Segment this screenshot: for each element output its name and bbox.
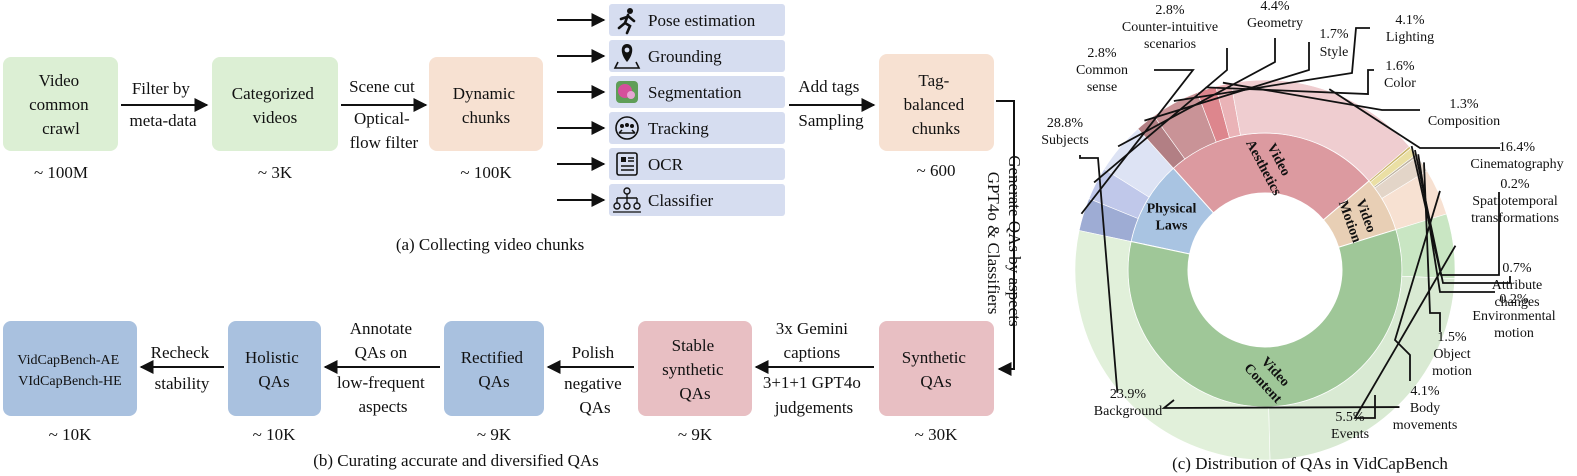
count-dynamic: ~ 100K xyxy=(460,163,512,182)
arrow-filter-label: Filter by meta-data xyxy=(129,79,196,130)
leader-line-background xyxy=(1161,399,1400,409)
leader-line-style xyxy=(1144,42,1310,122)
ocr-document-icon xyxy=(616,152,638,176)
count-benchmark: ~ 10K xyxy=(49,425,92,444)
box-stable xyxy=(638,321,752,416)
leader-line-attribute-changes xyxy=(1414,149,1511,284)
tool-item-ocr xyxy=(609,148,785,180)
panel-b: Synthetic QAs ~ 30K 3x Gemini captions 3… xyxy=(3,319,994,470)
caption-b: (b) Curating accurate and diversified QA… xyxy=(313,451,599,470)
leader-line-subjects xyxy=(1079,155,1119,393)
box-video-crawl-label: Video common crawl xyxy=(29,71,93,138)
hierarchy-icon xyxy=(613,187,641,213)
running-person-icon xyxy=(617,8,636,35)
box-synthetic xyxy=(879,321,994,416)
box-dynamic-label: Dynamic chunks xyxy=(453,84,520,127)
leader-line-geometry xyxy=(1117,38,1276,148)
callout-color: 1.6%Color xyxy=(1384,59,1416,91)
arrow-polish-label: Polish negative QAs xyxy=(564,343,626,417)
box-holistic-label: Holistic QAs xyxy=(245,348,303,391)
callout-cinematography: 16.4%Cinematography xyxy=(1470,140,1563,172)
tool-label: OCR xyxy=(648,155,684,174)
connector: Generate QAs by aspects GPT4o & Classifi… xyxy=(984,100,1024,376)
box-synthetic-label: Synthetic QAs xyxy=(902,348,970,391)
panel-a: Video common crawl ~ 100M Filter by meta… xyxy=(3,4,994,254)
box-categorized xyxy=(212,57,338,151)
leader-line-composition xyxy=(1222,81,1420,111)
map-pin-icon xyxy=(613,44,641,69)
callout-composition: 1.3%Composition xyxy=(1428,97,1500,129)
count-video-crawl: ~ 100M xyxy=(34,163,88,182)
callout-geometry: 4.4%Geometry xyxy=(1247,0,1303,31)
count-holistic: ~ 10K xyxy=(253,425,296,444)
leader-line-cinematography xyxy=(1328,88,1500,149)
connector-arrow xyxy=(996,100,1015,376)
tool-label: Segmentation xyxy=(648,83,742,102)
arrow-add-tags-label: Add tags Sampling xyxy=(798,77,864,130)
callout-events: 5.5%Events xyxy=(1331,410,1369,442)
box-video-crawl xyxy=(3,57,118,151)
count-rectified: ~ 9K xyxy=(477,425,512,444)
leader-line-common-sense xyxy=(1080,69,1195,215)
box-tag-balanced xyxy=(879,54,994,151)
tracking-icon xyxy=(615,116,639,140)
caption-a: (a) Collecting video chunks xyxy=(396,235,584,254)
tool-list: Pose estimationGroundingSegmentationTrac… xyxy=(557,4,785,216)
box-categorized-label: Categorized videos xyxy=(232,84,318,127)
box-benchmark xyxy=(3,321,137,416)
box-rectified xyxy=(444,321,544,416)
callout-style: 1.7%Style xyxy=(1319,27,1349,60)
arrow-gemini-label: 3x Gemini captions 3+1+1 GPT4o judgement… xyxy=(763,319,865,417)
outer-sector-subjects xyxy=(1074,230,1271,461)
box-holistic xyxy=(228,321,321,416)
box-tag-balanced-label: Tag- balanced chunks xyxy=(904,71,969,138)
arrow-recheck-label: Recheck stability xyxy=(151,343,214,393)
leader-line-object-motion xyxy=(1423,162,1441,332)
arrow-scene-cut-label: Scene cut Optical- flow filter xyxy=(349,77,419,152)
box-rectified-label: Rectified QAs xyxy=(461,348,528,391)
count-synthetic: ~ 30K xyxy=(915,425,958,444)
connector-label: Generate QAs by aspects GPT4o & Classifi… xyxy=(984,155,1024,331)
tool-item-pose-estimation xyxy=(609,4,785,36)
box-stable-label: Stable synthetic QAs xyxy=(662,336,728,403)
tool-label: Grounding xyxy=(648,47,722,66)
count-stable: ~ 9K xyxy=(678,425,713,444)
tool-item-grounding xyxy=(609,40,785,72)
callout-subjects: 28.8%Subjects xyxy=(1041,116,1088,148)
leader-line-color xyxy=(1205,69,1374,95)
count-tag-balanced: ~ 600 xyxy=(917,161,956,180)
tool-label: Pose estimation xyxy=(648,11,756,30)
callout-background: 23.9%Background xyxy=(1094,387,1162,419)
leader-line-body-movements xyxy=(1393,190,1441,381)
tool-label: Tracking xyxy=(648,119,709,138)
count-categorized: ~ 3K xyxy=(258,163,293,182)
tool-item-classifier xyxy=(609,184,785,216)
segmentation-icon xyxy=(616,81,638,103)
box-dynamic xyxy=(429,57,543,151)
tool-item-tracking xyxy=(609,112,785,144)
tool-label: Classifier xyxy=(648,191,713,210)
caption-c: (c) Distribution of QAs in VidCapBench xyxy=(1172,454,1448,473)
leader-line-counter-intuitive-scenarios xyxy=(1093,48,1228,184)
box-benchmark-label: VidCapBench-AE VIdCapBench-HE xyxy=(17,353,122,389)
tool-item-segmentation xyxy=(609,76,785,108)
arrow-annotate-label: Annotate QAs on low-frequent aspects xyxy=(337,319,429,416)
callout-lighting: 4.1%Lighting xyxy=(1386,13,1434,45)
leader-line-lighting xyxy=(1173,27,1370,102)
